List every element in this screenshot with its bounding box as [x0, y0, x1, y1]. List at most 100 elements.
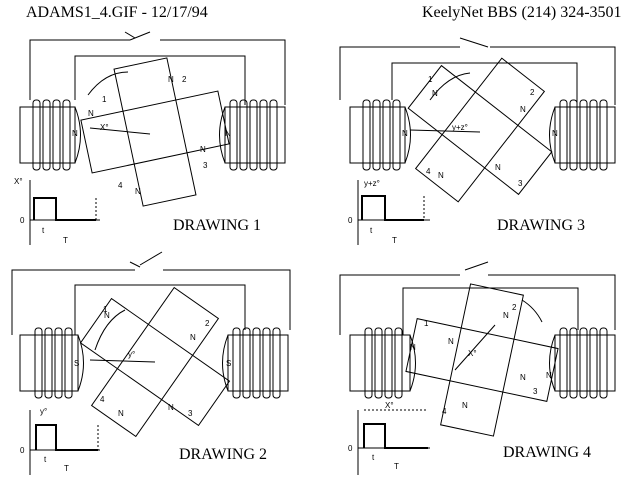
rotation-arrow-2 [94, 309, 126, 351]
t-label-1: t [42, 226, 45, 235]
rotor-pole-1d: N [88, 109, 94, 118]
wire-2c [74, 284, 246, 335]
rotor-pole-3c: N [495, 163, 501, 172]
wire-3c [391, 62, 578, 105]
spark-2 [129, 261, 141, 268]
rotor-pole-3b: N [520, 105, 526, 114]
left-stator-2 [19, 327, 84, 399]
rotor-num-3c: 3 [518, 179, 523, 188]
panel-drawing-4: X° N N N N N N 1 2 3 4 X° 0 t T DRAWING … [339, 261, 616, 475]
rotor-1 [80, 57, 230, 207]
t-label-3: t [370, 226, 373, 235]
timing-chart-1: X° 0 t T [14, 177, 100, 245]
angle-ref-3 [409, 129, 481, 133]
T-label-4: T [394, 462, 399, 471]
pole-left-2: S [74, 359, 79, 368]
rotor-3 [407, 57, 553, 203]
angle-label-1: X° [100, 123, 109, 132]
rotation-arrow-1 [87, 71, 129, 96]
caption-2: DRAWING 2 [179, 446, 267, 463]
switch-2 [139, 251, 163, 266]
angle-label-4: X° [468, 349, 477, 358]
panel-drawing-1: X° N N N N N N 1 2 3 4 X° 0 t T DRAWING … [14, 31, 286, 245]
rotor-4 [405, 283, 559, 437]
left-stator-4 [349, 327, 416, 399]
switch-4 [464, 261, 489, 271]
wire-2b [163, 269, 291, 330]
rotor-num-4c: 3 [533, 387, 538, 396]
rotor-pole-2c: N [168, 403, 174, 412]
header-left: ADAMS1_4.GIF - 12/17/94 [26, 4, 208, 21]
T-label-3: T [392, 236, 397, 245]
zero-label-4: 0 [348, 444, 353, 453]
rotor-num-2c: 3 [188, 409, 193, 418]
rotor-num-3a: 1 [428, 75, 433, 84]
rotor-pole-3d: N [438, 171, 444, 180]
panel-drawing-3: y+z° N N N N N N 1 2 3 4 y+z° 0 t T DRAW… [339, 37, 616, 245]
rotor-num-3b: 2 [530, 88, 535, 97]
wire-3b [490, 46, 616, 105]
angle-ref-4 [454, 324, 496, 371]
pole-right-2: S [226, 359, 231, 368]
wire-1c [74, 55, 246, 105]
wire-2a [11, 269, 135, 335]
t-label-2: t [44, 455, 47, 464]
wire-4b [488, 274, 616, 330]
spark-1 [124, 31, 136, 39]
pole-right-4: N [546, 371, 552, 380]
zero-label-2: 0 [20, 446, 25, 455]
switch-3 [459, 37, 489, 48]
rotor-num-4d: 4 [442, 407, 447, 416]
panel-drawing-2: y° S S N N N N 1 2 3 4 y° 0 t T DRAWING … [11, 251, 291, 475]
wire-4a [339, 274, 460, 335]
pole-left-4: N [410, 343, 416, 352]
rotor-pole-1b: N [200, 145, 206, 154]
switch-1 [129, 31, 151, 41]
pole-right-1: N [225, 129, 231, 138]
T-label-2: T [64, 464, 69, 473]
rotor-pole-2a: N [104, 311, 110, 320]
rotor-num-1d: 4 [118, 181, 123, 190]
rotor-pole-2b: N [190, 333, 196, 342]
right-stator-2 [222, 327, 289, 399]
wire-3a [339, 46, 460, 100]
rotor-pole-4c: N [520, 373, 526, 382]
pole-left-1: N [72, 129, 78, 138]
header-right: KeelyNet BBS (214) 324-3501 [422, 4, 622, 21]
t-label-4: t [372, 453, 375, 462]
rotor-num-3d: 4 [426, 167, 431, 176]
caption-1: DRAWING 1 [173, 217, 261, 234]
timing-chart-3: y+z° 0 t T [348, 179, 430, 245]
rotor-pole-1c: N [135, 187, 141, 196]
angle-ref-1 [89, 127, 151, 135]
rotor-pole-4b: N [503, 311, 509, 320]
rotor-num-4a: 1 [424, 319, 429, 328]
pulse-label-2: y° [40, 407, 47, 416]
timing-chart-2: y° 0 t T [20, 407, 100, 475]
right-stator-3 [549, 99, 616, 171]
T-label-1: T [63, 236, 68, 245]
left-stator-1 [19, 99, 81, 171]
wire-1b [160, 39, 286, 105]
right-stator-4 [549, 327, 616, 399]
rotor-num-1c: 3 [203, 161, 208, 170]
rotor-num-2a: 1 [103, 305, 108, 314]
rotor-pole-3a: N [432, 89, 438, 98]
right-stator-1 [219, 99, 286, 171]
rotor-2 [79, 286, 231, 438]
rotor-pole-4d: N [462, 401, 468, 410]
rotor-num-2d: 4 [100, 395, 105, 404]
rotation-arrow-3 [429, 72, 471, 101]
zero-label-3: 0 [348, 216, 353, 225]
rotor-pole-2d: N [118, 409, 124, 418]
angle-ref-2 [89, 359, 156, 363]
pulse-label-4: X° [385, 401, 394, 410]
rotor-num-2b: 2 [205, 319, 210, 328]
angle-label-2: y° [128, 350, 135, 359]
angle-label-3: y+z° [452, 123, 468, 132]
rotor-pole-1a: N [168, 75, 174, 84]
wire-4c [402, 287, 579, 335]
left-stator-3 [349, 99, 411, 171]
pole-right-3: N [552, 129, 558, 138]
pole-left-3: N [402, 129, 408, 138]
